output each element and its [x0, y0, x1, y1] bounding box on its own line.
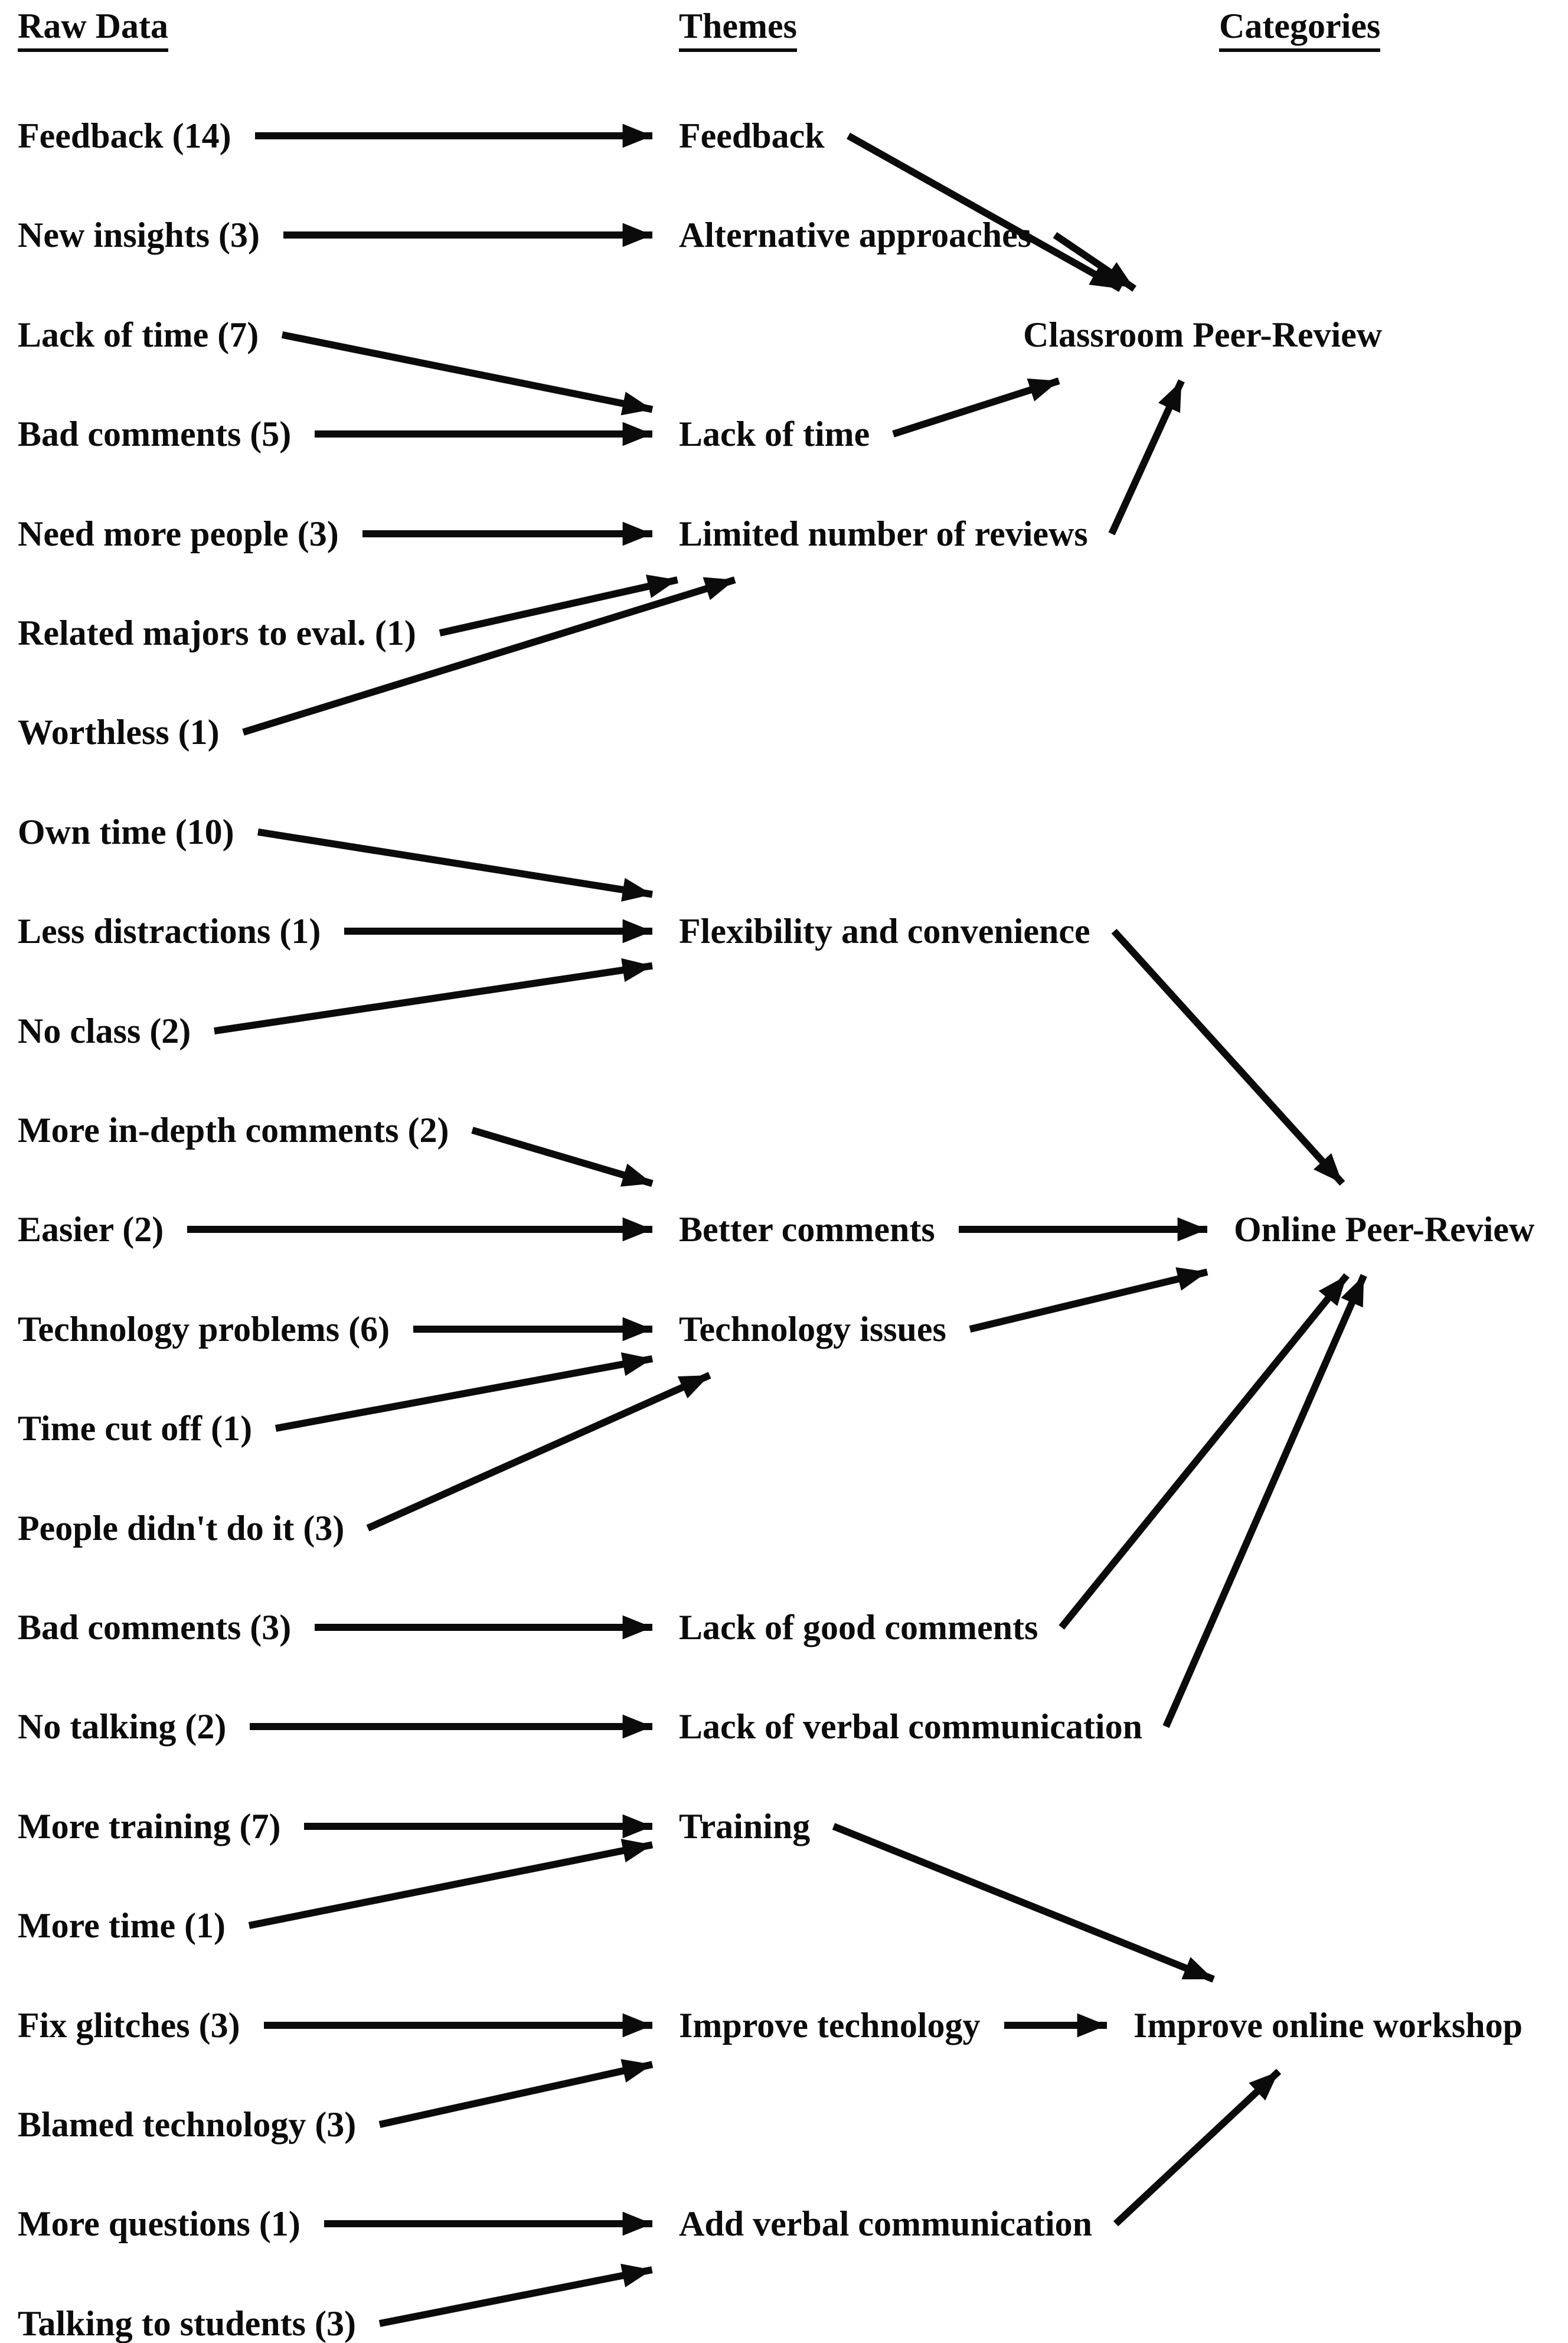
theme-item-t-lack-of-time: Lack of time [679, 415, 870, 453]
raw-item-own-time: Own time (10) [18, 812, 234, 851]
arrow-t-limited-reviews-to-c-classroom [1108, 379, 1185, 536]
theme-item-t-better-comments: Better comments [679, 1210, 935, 1249]
arrow-lack-of-time-7-to-t-lack-of-time [281, 331, 654, 416]
raw-item-lack-of-time-7: Lack of time (7) [18, 315, 259, 354]
arrow-people-didnt-do-it-to-t-technology-issues [366, 1372, 711, 1532]
theme-item-t-flexibility: Flexibility and convenience [679, 912, 1090, 951]
arrow-t-lack-good-comments-to-c-online [1059, 1273, 1350, 1630]
raw-item-worthless: Worthless (1) [18, 713, 220, 752]
column-header-categories: Categories [1219, 5, 1381, 52]
arrow-t-lack-verbal-to-c-online [1162, 1274, 1367, 1728]
arrow-own-time-to-t-flexibility [257, 828, 653, 902]
theme-item-t-feedback: Feedback [679, 116, 825, 155]
arrow-t-flexibility-to-c-online [1111, 928, 1345, 1186]
theme-item-t-lack-verbal: Lack of verbal communication [679, 1707, 1142, 1746]
arrow-more-in-depth-to-t-better-comments [471, 1127, 654, 1187]
arrow-blamed-technology-to-t-improve-technology [378, 2059, 654, 2128]
raw-item-blamed-technology: Blamed technology (3) [18, 2105, 357, 2144]
raw-item-bad-comments-5: Bad comments (5) [18, 415, 292, 453]
theme-item-t-alternative: Alternative approaches [679, 216, 1032, 254]
category-item-c-workshop: Improve online workshop [1133, 2006, 1523, 2045]
arrow-no-class-to-t-flexibility [214, 958, 653, 1035]
raw-item-talking-to-students: Talking to students (3) [18, 2304, 356, 2343]
category-item-c-classroom: Classroom Peer-Review [1023, 315, 1383, 354]
category-item-c-online: Online Peer-Review [1234, 1210, 1535, 1249]
raw-item-fix-glitches: Fix glitches (3) [18, 2006, 240, 2045]
arrow-t-add-verbal-to-c-workshop [1113, 2068, 1282, 2227]
raw-item-feedback-14: Feedback (14) [18, 116, 231, 155]
raw-item-technology-problems: Technology problems (6) [18, 1310, 390, 1349]
raw-item-need-more-people: Need more people (3) [18, 514, 339, 553]
arrow-more-time-to-t-training [248, 1839, 654, 1929]
theme-item-t-limited-reviews: Limited number of reviews [679, 514, 1088, 553]
theme-item-t-improve-technology: Improve technology [679, 2006, 981, 2045]
arrow-t-training-to-c-workshop [832, 1823, 1215, 1983]
raw-item-more-in-depth: More in-depth comments (2) [18, 1111, 449, 1150]
raw-item-people-didnt-do-it: People didn't do it (3) [18, 1509, 345, 1548]
raw-item-bad-comments-3: Bad comments (3) [18, 1608, 292, 1647]
raw-item-easier: Easier (2) [18, 1210, 164, 1249]
column-header-themes: Themes [679, 5, 797, 52]
raw-item-no-talking: No talking (2) [18, 1707, 227, 1746]
raw-item-new-insights: New insights (3) [18, 216, 260, 254]
theme-item-t-technology-issues: Technology issues [679, 1310, 946, 1349]
arrow-time-cut-off-to-t-technology-issues [275, 1352, 654, 1432]
arrow-t-technology-issues-to-c-online [969, 1267, 1208, 1333]
raw-item-related-majors: Related majors to eval. (1) [18, 614, 416, 652]
theme-item-t-training: Training [679, 1807, 811, 1846]
theme-item-t-lack-good-comments: Lack of good comments [679, 1608, 1038, 1647]
raw-item-more-questions: More questions (1) [18, 2204, 300, 2243]
arrow-t-alternative-to-c-classroom [1053, 232, 1136, 292]
arrow-worthless-to-t-limited-reviews [242, 576, 736, 736]
raw-item-time-cut-off: Time cut off (1) [18, 1409, 253, 1448]
arrow-t-feedback-to-c-classroom [847, 132, 1123, 292]
arrow-related-majors-to-t-limited-reviews [439, 575, 678, 637]
theme-item-t-add-verbal: Add verbal communication [679, 2204, 1093, 2243]
arrow-talking-to-students-to-t-add-verbal [378, 2263, 653, 2327]
column-header-raw-data: Raw Data [18, 5, 168, 52]
raw-item-more-time: More time (1) [18, 1906, 226, 1945]
raw-item-more-training: More training (7) [18, 1807, 281, 1846]
arrow-t-lack-of-time-to-c-classroom [892, 377, 1060, 438]
raw-item-no-class: No class (2) [18, 1011, 191, 1050]
raw-item-less-distractions: Less distractions (1) [18, 912, 321, 951]
